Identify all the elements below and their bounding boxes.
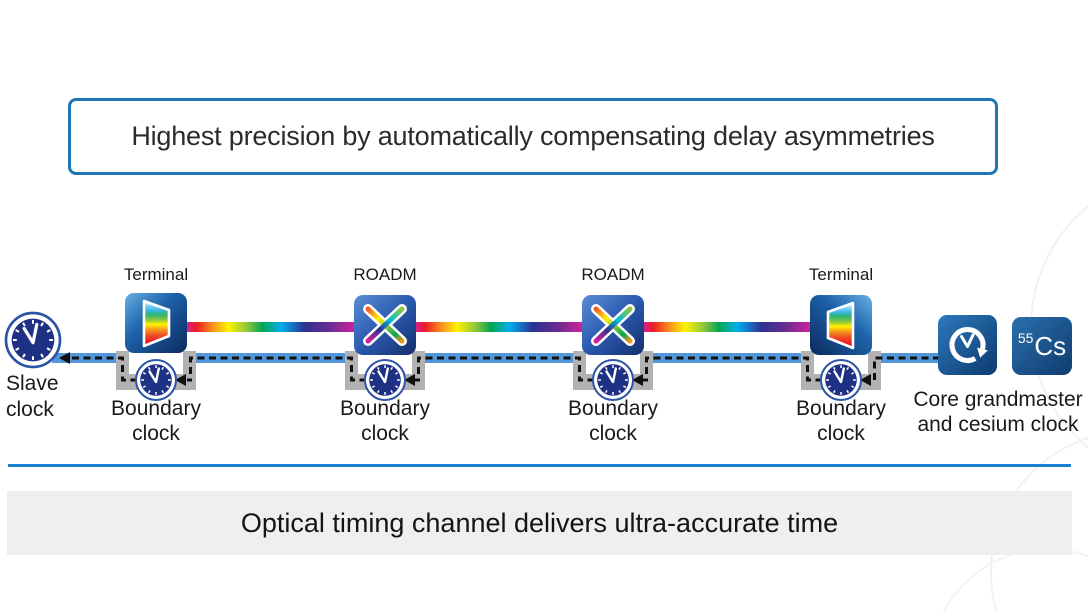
terminal-2-label: Terminal xyxy=(808,265,874,284)
boundary-clock-label: Boundary clock xyxy=(796,397,886,445)
cesium-clock-icon xyxy=(1012,317,1072,375)
terminal-1-label: Terminal xyxy=(123,265,189,284)
title-text: Highest precision by automatically compe… xyxy=(131,121,935,151)
boundary-clock-label: Boundary clock xyxy=(340,397,430,445)
bottom-banner-text: Optical timing channel delivers ultra-ac… xyxy=(240,507,839,538)
roadm-1-label: ROADM xyxy=(353,265,417,284)
title-banner: Highest precision by automatically compe… xyxy=(68,98,998,175)
boundary-clock-icon xyxy=(591,358,635,402)
spectrum-link xyxy=(186,322,356,332)
boundary-clock-label: Boundary clock xyxy=(111,397,201,445)
boundary-clock-icon xyxy=(134,358,178,402)
background-watermark-circle xyxy=(930,548,1088,612)
grandmaster-label: Core grandmaster and cesium clock xyxy=(913,388,1083,436)
circular-arrow xyxy=(949,327,986,363)
roadm-2-icon xyxy=(582,295,644,355)
circular-arrow-head xyxy=(977,347,988,358)
slave-clock-icon xyxy=(4,311,62,369)
roadm-2-label: ROADM xyxy=(581,265,645,284)
divider-line xyxy=(8,464,1071,467)
cesium-symbol: Cs xyxy=(1034,330,1067,361)
time-flow-dashed-path xyxy=(71,356,940,382)
terminal-2-icon xyxy=(808,293,874,357)
boundary-clock-icon xyxy=(819,358,863,402)
bottom-banner: Optical timing channel delivers ultra-ac… xyxy=(7,491,1072,555)
flow-arrowheads xyxy=(59,352,871,386)
roadm-1-icon xyxy=(354,295,416,355)
optical-timing-diagram xyxy=(4,250,1072,402)
cesium-mass-number: 55 xyxy=(1017,330,1034,346)
spectrum-link xyxy=(643,322,812,332)
boundary-clock-icon xyxy=(363,358,407,402)
cesium-isotope-label: 55 Cs xyxy=(1012,317,1072,375)
spectrum-link xyxy=(415,322,584,332)
boundary-clock-label: Boundary clock xyxy=(568,397,658,445)
clock-hands xyxy=(960,333,975,348)
terminal-1-icon xyxy=(123,291,189,355)
grandmaster-clock-icon xyxy=(938,315,997,375)
slave-clock-label: Slave clock xyxy=(6,372,59,421)
